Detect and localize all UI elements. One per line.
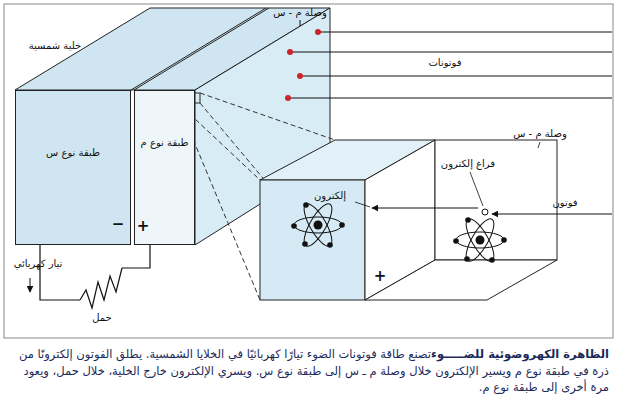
- zoom-p-face: [435, 140, 557, 260]
- circuit-wire: [40, 245, 150, 308]
- caption-paragraph: الظاهرة الكهروضوئية للضـــــوءتصنع طاقة …: [8, 346, 609, 396]
- minus-sign: −: [112, 215, 125, 233]
- cell-name: خلية شمسية: [29, 40, 82, 52]
- photons-label: فوتونات: [428, 57, 461, 69]
- electron-hole: [482, 209, 488, 215]
- junction-label: وصلة م - س: [273, 7, 327, 19]
- electron-label: إلكترون: [314, 190, 346, 202]
- load-label: حمل: [92, 312, 112, 324]
- zoom-front-face: [260, 180, 365, 300]
- frame: [4, 4, 613, 338]
- caption-title: الظاهرة الكهروضوئية للضـــــوء: [431, 347, 609, 361]
- atom: [291, 200, 345, 250]
- plus-sign: +: [137, 217, 150, 235]
- layer-label: طبقة نوع م: [141, 137, 189, 149]
- layer-label: طبقة نوع س: [46, 147, 100, 159]
- hole-label: فراغ إلكترون: [441, 158, 495, 170]
- current-label: تيار كهربائي: [14, 258, 63, 270]
- photon-label: فوتون: [552, 197, 577, 209]
- junction-label: وصلة م - س: [513, 128, 567, 140]
- photon-lines: [288, 32, 612, 98]
- atom: [453, 215, 507, 265]
- plus-sign: +: [374, 267, 387, 285]
